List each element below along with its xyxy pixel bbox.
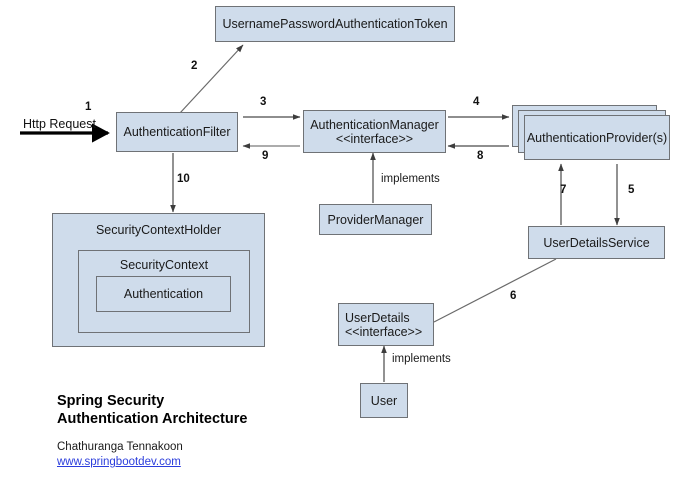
node-authentication-filter[interactable]: AuthenticationFilter <box>116 112 238 152</box>
diagram-title-line2: Authentication Architecture <box>57 411 248 427</box>
node-label: UserDetailsService <box>543 235 650 250</box>
node-username-password-authentication-token[interactable]: UsernamePasswordAuthenticationToken <box>215 6 455 42</box>
node-label: UsernamePasswordAuthenticationToken <box>222 17 448 31</box>
edge-label-implements-user: implements <box>392 353 451 365</box>
diagram-author: Chathuranga Tennakoon <box>57 441 183 453</box>
node-user[interactable]: User <box>360 383 408 418</box>
node-stereotype: <<interface>> <box>335 131 414 146</box>
node-label: SecurityContextHolder <box>95 223 222 237</box>
node-label: User <box>370 393 398 408</box>
edge-label-1: 1 <box>85 101 92 113</box>
node-label: SecurityContext <box>119 258 209 272</box>
node-user-details[interactable]: UserDetails <<interface>> <box>338 303 434 346</box>
edge-label-implements-provider-manager: implements <box>381 173 440 185</box>
edge-label-3: 3 <box>260 96 267 108</box>
node-label: AuthenticationProvider(s) <box>526 130 668 145</box>
node-authentication-manager[interactable]: AuthenticationManager <<interface>> <box>303 110 446 153</box>
edge-6-user-details <box>433 258 557 323</box>
node-label: AuthenticationManager <box>310 117 439 132</box>
diagram-website-link[interactable]: www.springbootdev.com <box>57 456 181 468</box>
edge-label-10: 10 <box>177 173 190 185</box>
node-authentication[interactable]: Authentication <box>96 276 231 312</box>
node-user-details-service[interactable]: UserDetailsService <box>528 226 665 259</box>
edge-label-http-request: Http Request <box>23 117 96 131</box>
edge-label-5: 5 <box>628 184 635 196</box>
node-authentication-provider[interactable]: AuthenticationProvider(s) <box>524 115 670 160</box>
edge-label-4: 4 <box>473 96 480 108</box>
node-label: AuthenticationFilter <box>123 125 231 139</box>
edge-label-7: 7 <box>560 184 567 196</box>
node-provider-manager[interactable]: ProviderManager <box>319 204 432 235</box>
edge-label-9: 9 <box>262 150 269 162</box>
edge-label-2: 2 <box>191 60 198 72</box>
edge-2-token <box>179 44 244 114</box>
node-label: Authentication <box>123 287 204 301</box>
node-label: UserDetails <box>345 310 410 325</box>
edge-label-8: 8 <box>477 150 484 162</box>
edge-label-6: 6 <box>510 290 517 302</box>
diagram-title-line1: Spring Security <box>57 393 165 409</box>
node-stereotype: <<interface>> <box>345 324 423 339</box>
node-label: ProviderManager <box>327 212 424 227</box>
